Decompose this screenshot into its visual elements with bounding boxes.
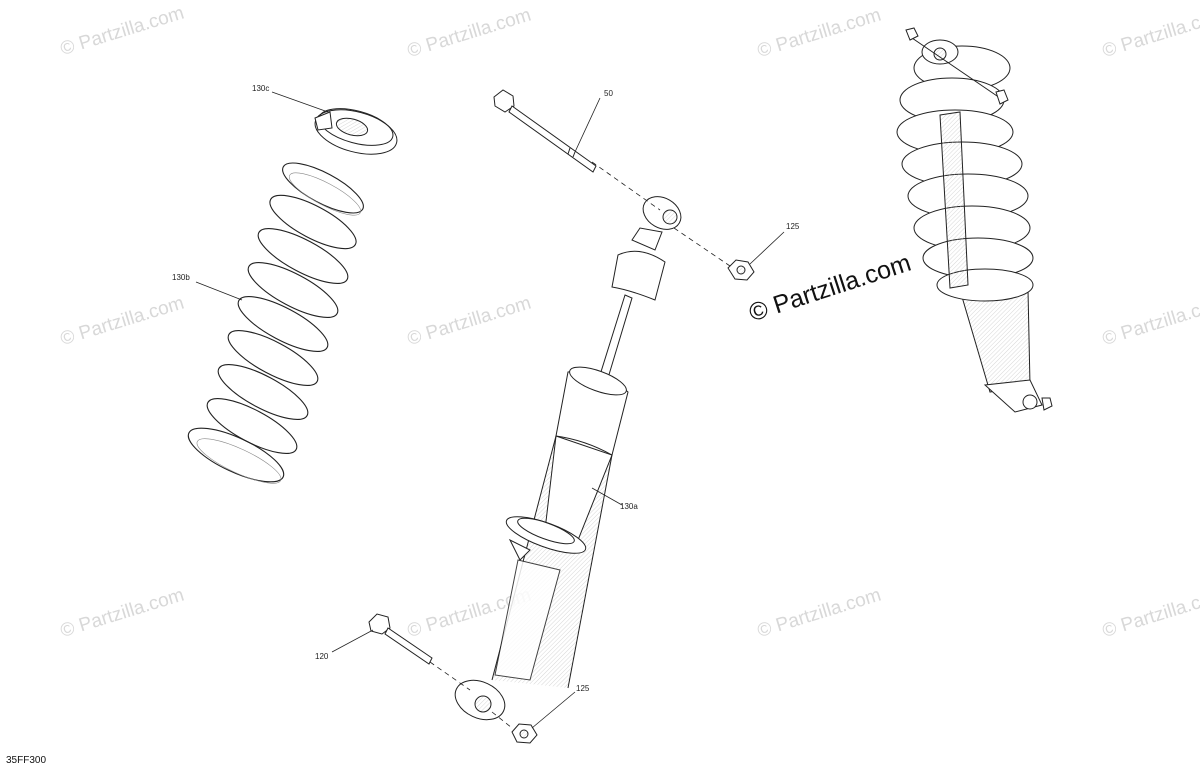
nut-125-bottom: [511, 723, 538, 744]
spring-seat-130c: [314, 108, 398, 155]
callout-130c: 130c: [252, 84, 270, 93]
callout-125-top: 125: [786, 222, 800, 231]
leader-lines: [195, 91, 785, 729]
shock-absorber-130a: [454, 196, 682, 721]
assembled-shock-assembly: [896, 27, 1053, 413]
callout-130b: 130b: [172, 273, 190, 282]
nut-125-top: [727, 259, 755, 281]
callout-120: 120: [315, 652, 329, 661]
callout-125-bottom: 125: [576, 684, 590, 693]
bolt-120: [368, 613, 433, 665]
callout-50: 50: [604, 89, 613, 98]
callout-130a: 130a: [620, 502, 638, 511]
drawing-code: 35FF300: [6, 755, 47, 766]
bolt-50: [493, 89, 597, 173]
coil-spring-130b: [187, 162, 364, 484]
